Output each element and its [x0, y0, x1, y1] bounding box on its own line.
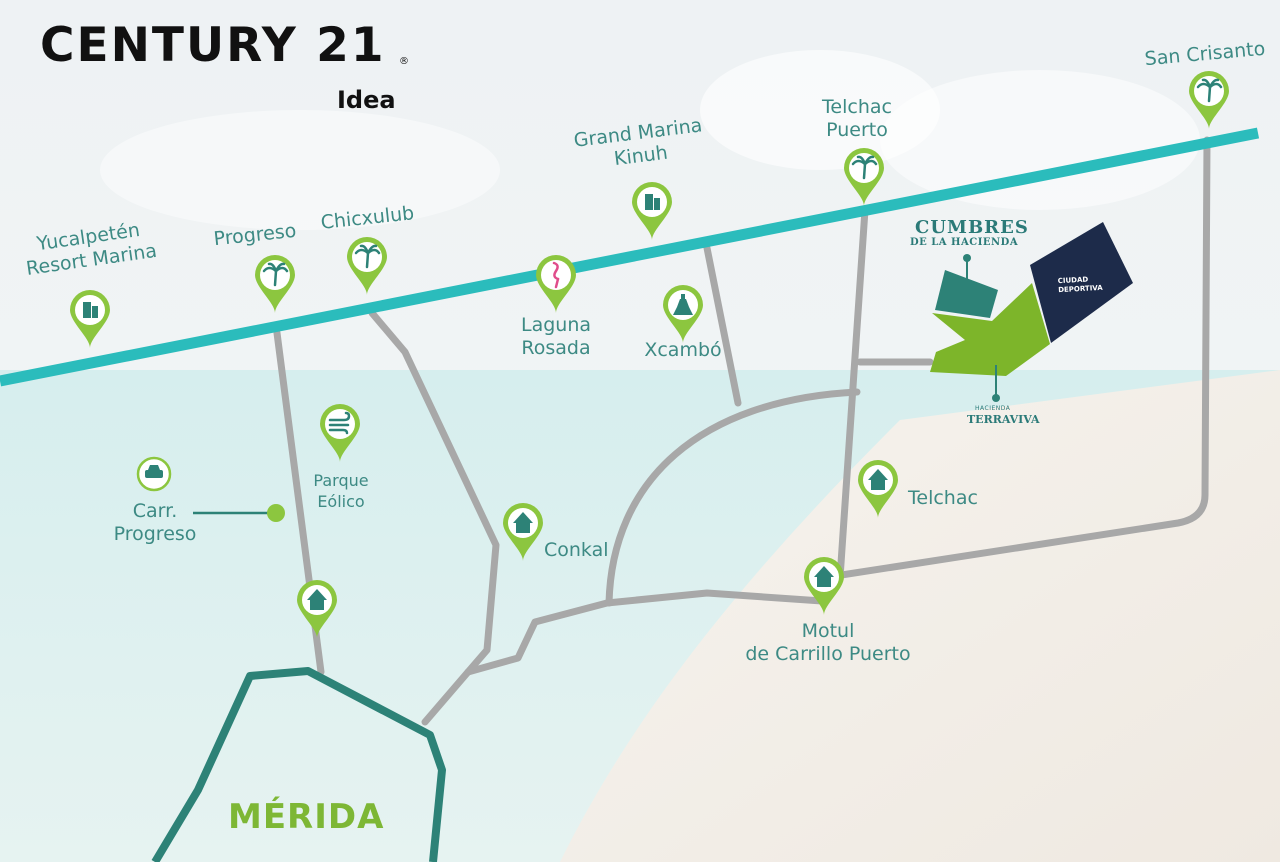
- pin-chicxulub[interactable]: [347, 237, 387, 295]
- brand-logo: CENTURY 21: [40, 18, 386, 73]
- pin-xcambo[interactable]: [663, 285, 703, 343]
- building-icon: [645, 194, 660, 210]
- brand-office: Idea: [337, 86, 396, 114]
- carr-progreso-dot: [267, 504, 285, 522]
- merida-boundary: [151, 667, 446, 862]
- label-telchac-puerto: Telchac Puerto: [822, 96, 892, 141]
- label-cumbres-subtitle: DE LA HACIENDA: [910, 237, 1019, 248]
- road-chicxulub-conkal: [368, 309, 500, 726]
- label-xcambo: Xcambó: [644, 339, 722, 361]
- house-icon: [868, 469, 888, 490]
- wind-icon: [328, 411, 351, 435]
- house-icon: [307, 589, 327, 610]
- development-ciudad-deportiva[interactable]: [1030, 222, 1133, 343]
- label-motul: Motul de Carrillo Puerto: [745, 620, 911, 665]
- development-terraviva[interactable]: [930, 283, 1050, 402]
- pin-telchac[interactable]: [858, 460, 898, 518]
- pin-grand-marina[interactable]: [632, 182, 672, 240]
- coastline: [0, 127, 1260, 387]
- pin-yucalpeten[interactable]: [70, 290, 110, 348]
- label-terraviva-top: HACIENDA: [975, 405, 1011, 412]
- pyramid-icon: [673, 294, 693, 315]
- house-icon: [513, 512, 533, 533]
- road-xcambo: [703, 244, 742, 407]
- palm-tree-icon: [1196, 78, 1223, 103]
- pin-progreso-road[interactable]: [297, 580, 337, 638]
- label-parque-eolico: Parque Eólico: [313, 471, 369, 511]
- road-telchac: [836, 206, 869, 582]
- pin-laguna-rosada[interactable]: [536, 255, 576, 313]
- label-telchac: Telchac: [908, 487, 978, 509]
- pin-san-crisanto[interactable]: [1189, 71, 1229, 129]
- label-terraviva-name: TERRAVIVA: [967, 413, 1040, 426]
- development-cumbres[interactable]: [935, 254, 998, 318]
- car-icon: [136, 456, 172, 492]
- flamingo-icon: [552, 261, 560, 289]
- pin-parque-eolico[interactable]: [320, 404, 360, 462]
- road-conkal-motul: [464, 589, 826, 676]
- road-san-crisanto: [818, 136, 1211, 582]
- palm-tree-icon: [262, 262, 289, 287]
- label-carr-progreso: Carr. Progreso: [113, 500, 197, 545]
- brand-registered-mark: ®: [399, 56, 409, 67]
- road-xcambo-arc: [605, 388, 861, 607]
- pin-conkal[interactable]: [503, 503, 543, 561]
- label-merida: MÉRIDA: [228, 797, 385, 837]
- palm-tree-icon: [354, 244, 381, 269]
- pin-progreso[interactable]: [255, 255, 295, 313]
- house-icon: [814, 566, 834, 587]
- palm-tree-icon: [851, 155, 878, 180]
- building-icon: [83, 302, 98, 318]
- pin-telchac-puerto[interactable]: [844, 148, 884, 206]
- pin-motul[interactable]: [804, 557, 844, 615]
- label-cumbres-title: CUMBRES: [915, 217, 1029, 238]
- label-laguna-rosada: Laguna Rosada: [520, 314, 592, 359]
- label-conkal: Conkal: [544, 539, 609, 561]
- label-ciudad-deportiva: CIUDAD DEPORTIVA: [1057, 275, 1103, 295]
